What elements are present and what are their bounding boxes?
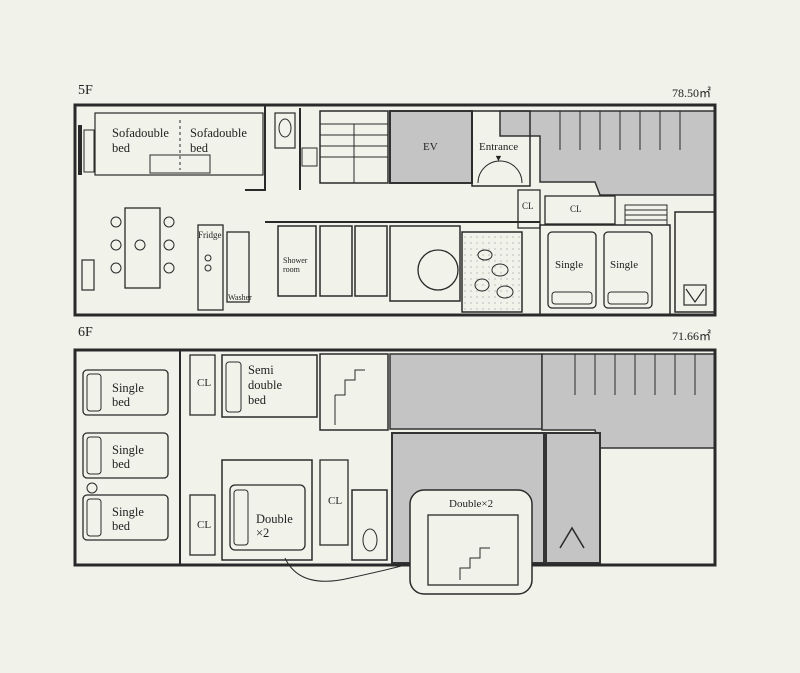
closet-6f-a: CL — [197, 377, 212, 389]
floor-6f-plan — [73, 348, 717, 595]
single-bed-6f-3-line2: bed — [112, 519, 131, 533]
single-bed-6f-2-line1: Single — [112, 443, 144, 457]
closet-5f-a: CL — [522, 201, 534, 211]
floor-6f-label: 6F — [78, 325, 93, 340]
closet-6f-c: CL — [328, 495, 343, 507]
single-bed-6f-2-line2: bed — [112, 457, 131, 471]
floor-6f-area: 71.66㎡ — [672, 329, 712, 343]
double-room-line1: Double — [256, 512, 293, 526]
single-bed-6f-1-line2: bed — [112, 395, 131, 409]
semi-double-line3: bed — [248, 393, 267, 407]
floor-5f-area: 78.50㎡ — [672, 86, 712, 100]
shower-label-line1: Shower — [283, 256, 308, 265]
shower-label-line2: room — [283, 265, 300, 274]
single-bed-6f-1-line1: Single — [112, 381, 144, 395]
closet-5f-b: CL — [570, 204, 582, 214]
sofa-bed-1-line2: bed — [112, 141, 131, 155]
floor-5f-plan — [73, 103, 717, 317]
loft-inset-label: Double×2 — [449, 498, 494, 510]
semi-double-line2: double — [248, 378, 283, 392]
washer-label: Washer — [228, 293, 252, 302]
semi-double-line1: Semi — [248, 363, 274, 377]
fridge-label: Fridge — [198, 230, 222, 240]
single-bed-6f-3-line1: Single — [112, 505, 144, 519]
sofa-bed-2-line2: bed — [190, 141, 209, 155]
double-room-line2: ×2 — [256, 526, 270, 540]
entrance-label: Entrance — [479, 141, 519, 153]
elevator-label: EV — [423, 141, 438, 153]
sofa-bed-1-line1: Sofadouble — [112, 126, 169, 140]
single-bed-5f-b: Single — [610, 259, 639, 271]
closet-6f-b: CL — [197, 519, 212, 531]
entrance-arrow-icon: ▼ — [494, 153, 503, 163]
single-bed-5f-a: Single — [555, 259, 584, 271]
floor-5f-label: 5F — [78, 83, 93, 98]
sofa-bed-2-line1: Sofadouble — [190, 126, 247, 140]
